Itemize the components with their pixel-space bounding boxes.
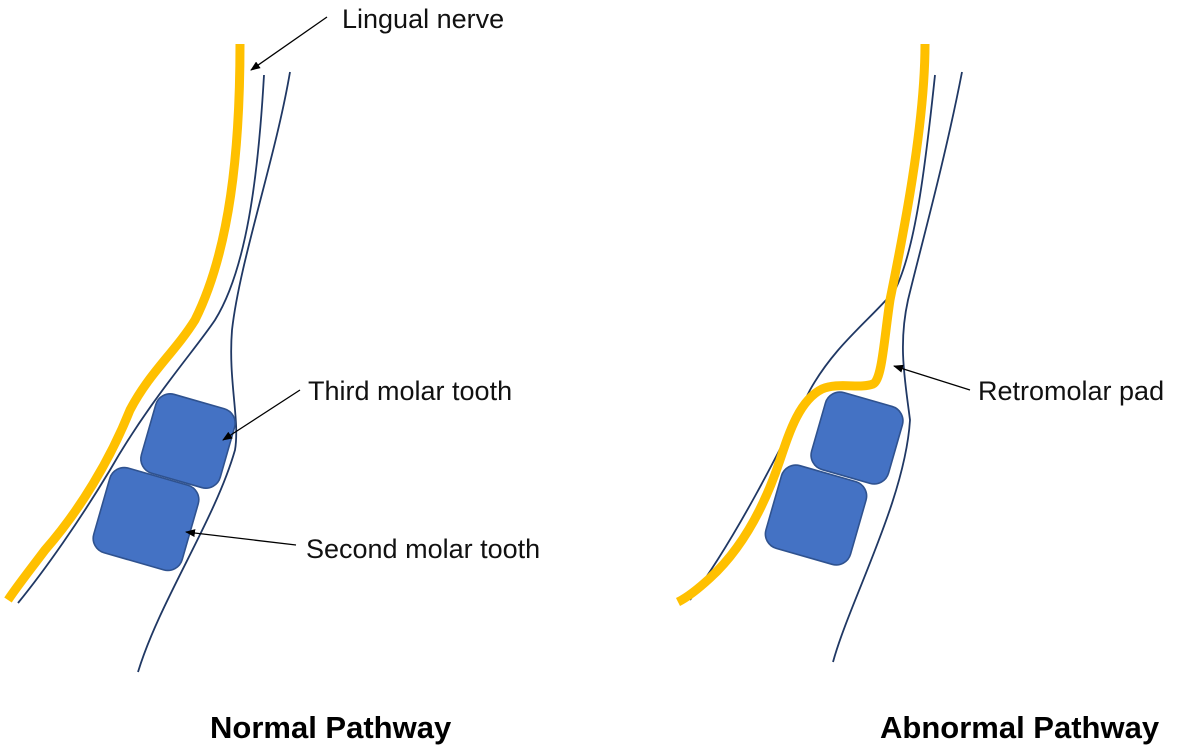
retromolar-pad-label: Retromolar pad <box>978 376 1164 406</box>
abnormal-inner-outline <box>689 74 936 601</box>
abnormal-third-molar-tooth <box>810 391 904 485</box>
lingual-nerve-leader <box>250 16 328 71</box>
abnormal-pathway-panel: Retromolar pad Abnormal Pathway <box>675 43 1164 745</box>
normal-pathway-caption: Normal Pathway <box>210 710 452 745</box>
lingual-nerve-label: Lingual nerve <box>342 4 504 34</box>
abnormal-lingual-nerve <box>675 43 930 607</box>
normal-outer-outline <box>137 71 291 673</box>
abnormal-second-molar-tooth <box>764 464 868 566</box>
normal-lingual-nerve <box>4 43 245 603</box>
abnormal-pathway-caption: Abnormal Pathway <box>880 710 1160 745</box>
third-molar-tooth <box>140 393 236 489</box>
normal-inner-outline <box>17 74 265 604</box>
second-molar-leader <box>185 529 297 546</box>
retromolar-pad-leader <box>893 364 971 391</box>
normal-pathway-panel: Lingual nerve Third molar tooth Second m… <box>4 4 540 745</box>
third-molar-leader <box>222 389 301 441</box>
third-molar-label: Third molar tooth <box>308 376 512 406</box>
second-molar-label: Second molar tooth <box>306 534 540 564</box>
